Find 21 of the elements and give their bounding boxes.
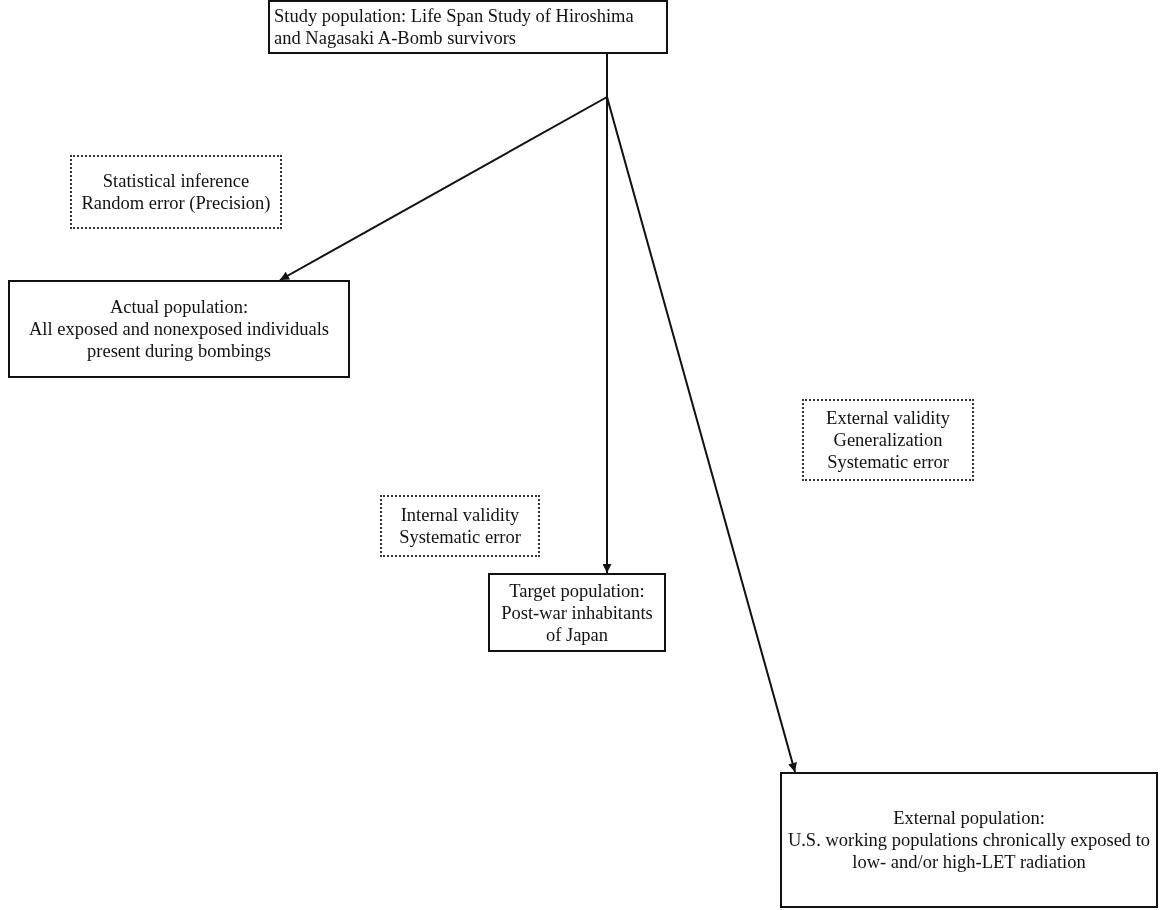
process-box — [268, 0, 668, 54]
box-heading: Statistical inference — [102, 170, 250, 192]
annotation-box — [70, 155, 282, 229]
process-box — [780, 772, 1158, 908]
box-heading: Actual population: — [109, 296, 249, 318]
box-heading: External population: — [893, 807, 1045, 829]
box-text: Random error (Precision) — [81, 192, 271, 214]
annotation-box — [802, 399, 974, 481]
box-heading: Target population: — [509, 579, 645, 602]
box-text: Systematic error — [399, 526, 521, 548]
process-box — [488, 573, 666, 652]
box-heading: Internal validity — [400, 504, 520, 526]
box-heading: Study population: Life Span Study of Hiroshima and Nagasaki A-Bomb survivors — [274, 5, 635, 49]
box-text: Generalization — [833, 429, 943, 451]
box-text: Systematic error — [827, 451, 949, 473]
box-text: U.S. working populations chronically exposed to low- and/or high-LET radiation — [786, 829, 1152, 873]
annotation-box — [380, 495, 540, 557]
box-text: Post-war inhabitants of Japan — [500, 601, 654, 646]
process-box — [8, 280, 350, 378]
box-heading: External validity — [826, 407, 950, 429]
box-text: All exposed and nonexposed individuals present during bombings — [27, 318, 331, 362]
